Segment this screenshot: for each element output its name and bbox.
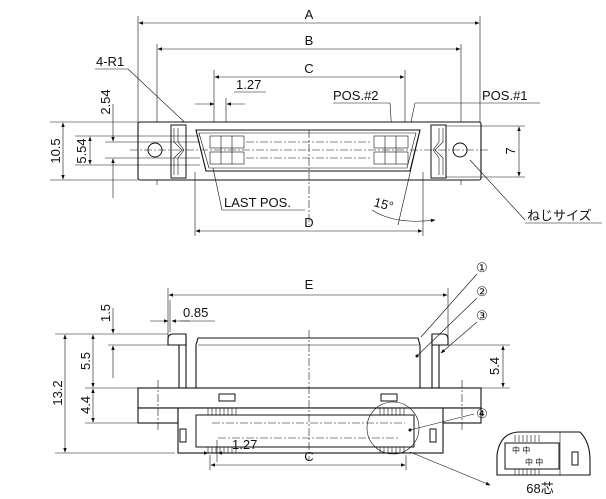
radius-label: 4-R1 xyxy=(96,54,124,69)
callout-1: ① xyxy=(476,260,488,275)
dim-5-5-label: 5.5 xyxy=(78,352,93,370)
detail-inset-68: 中 中 中 中 xyxy=(496,431,591,476)
jackscrew-bracket-right xyxy=(430,124,447,179)
dim-5-54-label: 5.54 xyxy=(74,138,89,163)
dim-d-label: D xyxy=(304,215,313,230)
dim-b-label: B xyxy=(305,33,314,48)
callout-3: ③ xyxy=(476,308,488,323)
jackscrew-bracket-left xyxy=(170,124,187,179)
dim-2-54-label: 2.54 xyxy=(98,89,113,114)
svg-text:中 中: 中 中 xyxy=(525,457,543,467)
shell-body xyxy=(195,337,421,389)
screw-size-label: ねじサイズ xyxy=(527,208,592,223)
pos1-label: POS.#1 xyxy=(482,88,528,103)
dim-5-4-label: 5.4 xyxy=(487,357,502,375)
dim-0-85-label: 0.85 xyxy=(183,305,208,320)
dim-a-label: A xyxy=(305,7,314,22)
dim-7-label: 7 xyxy=(503,147,518,154)
svg-text:中 中: 中 中 xyxy=(512,445,530,455)
detail-caption: 68芯 xyxy=(526,481,553,496)
dim-1-5-label: 1.5 xyxy=(98,304,113,322)
dim-4-4-label: 4.4 xyxy=(78,396,93,414)
dim-10-5-label: 10.5 xyxy=(48,138,63,163)
side-flange xyxy=(137,387,482,409)
angle-label: 15° xyxy=(372,194,395,214)
dim-c-label-bottom: C xyxy=(304,449,313,464)
last-pos-label: LAST POS. xyxy=(224,195,291,210)
dim-c-label: C xyxy=(304,61,313,76)
top-view: A B C 1.27 4-R1 POS.#2 POS.#1 xyxy=(48,7,602,236)
d-shell xyxy=(195,129,421,172)
contact-block xyxy=(195,414,415,448)
pos2-label: POS.#2 xyxy=(333,88,379,103)
callout-4: ④ xyxy=(476,406,488,421)
dim-13-2-label: 13.2 xyxy=(50,380,65,405)
side-view: E 0.85 xyxy=(50,260,591,496)
callout-2: ② xyxy=(476,284,488,299)
dim-e-label: E xyxy=(305,277,314,292)
pitch-label-bottom: 1.27 xyxy=(232,437,257,452)
pitch-label: 1.27 xyxy=(236,77,261,92)
